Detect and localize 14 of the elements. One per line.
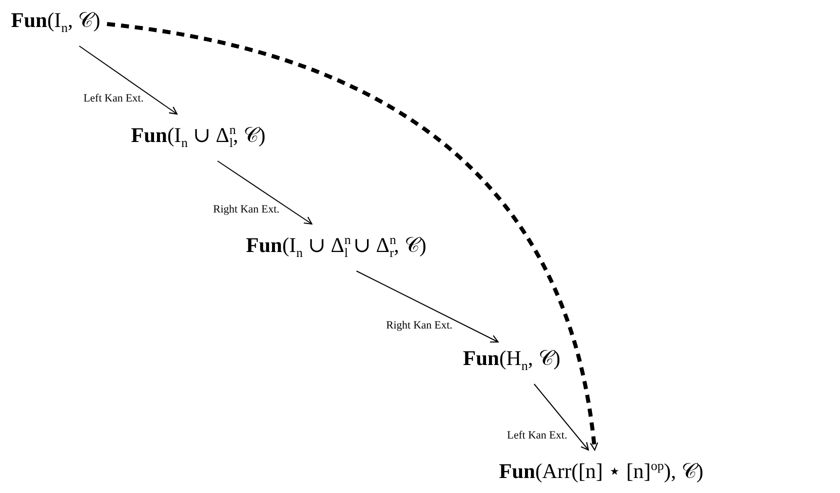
arrow	[217, 160, 312, 225]
edge-label: Left Kan Ext.	[83, 92, 144, 106]
edge-label: Right Kan Ext.	[213, 204, 280, 217]
edge-label: Left Kan Ext.	[507, 429, 568, 442]
math-expression: Fun(H$_{n}$, 𝒞)	[460, 342, 564, 382]
dashed-arrow	[106, 22, 598, 451]
math-expression: Fun(I$_{n}$ ∪ Δ$^{n}$$_{l}$ ∪ Δ$^{n}$$_{r}$, 𝒞)	[243, 224, 430, 270]
math-expression: Fun(I$_{n}$, 𝒞)	[8, 4, 104, 44]
arrow	[534, 384, 589, 451]
arrow	[356, 270, 499, 343]
edge-label: Right Kan Ext.	[386, 320, 452, 333]
arrow	[78, 46, 178, 115]
math-expression: Fun(Arr([n] ⋆ [n]$^{op}$), 𝒞)	[496, 450, 706, 487]
math-expression: Fun(I$_{n}$ ∪ Δ$^{n}$$_{l}$, 𝒞)	[128, 114, 268, 160]
